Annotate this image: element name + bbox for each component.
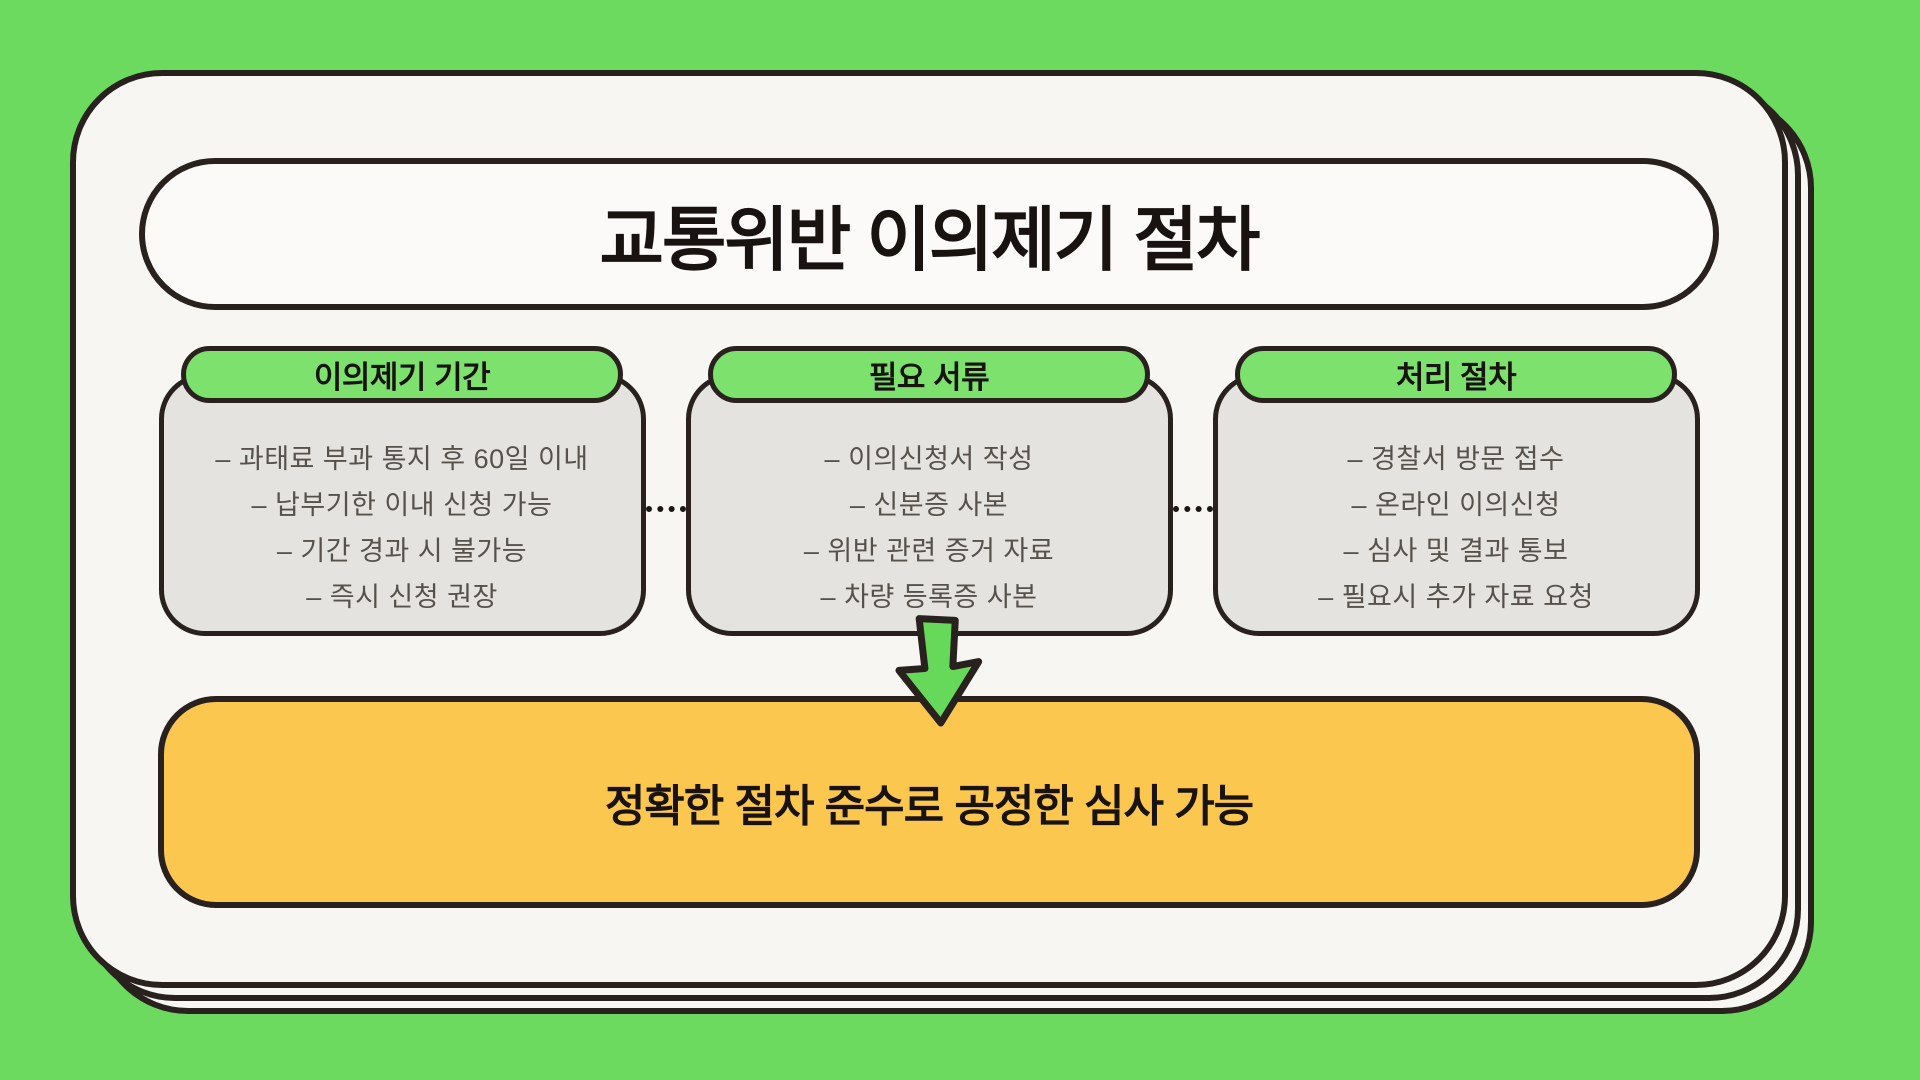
list-item: – 필요시 추가 자료 요청 (1318, 582, 1594, 612)
down-arrow-icon (895, 615, 983, 727)
column-header-pill: 처리 절차 (1235, 346, 1677, 403)
columns-row: 이의제기 기간 – 과태료 부과 통지 후 60일 이내 – 납부기한 이내 신… (76, 346, 1782, 636)
page-title-banner: 교통위반 이의제기 절차 (139, 158, 1719, 310)
list-item: – 신분증 사본 (849, 490, 1009, 520)
column-header-label: 처리 절차 (1395, 360, 1517, 395)
column-body: – 이의신청서 작성 – 신분증 사본 – 위반 관련 증거 자료 – 차량 등… (685, 373, 1173, 636)
column-body: – 과태료 부과 통지 후 60일 이내 – 납부기한 이내 신청 가능 – 기… (158, 373, 646, 636)
conclusion-text: 정확한 절차 준수로 공정한 심사 가능 (604, 782, 1254, 831)
list-item: – 과태료 부과 통지 후 60일 이내 (215, 444, 589, 474)
list-item: – 온라인 이의신청 (1351, 490, 1561, 520)
column-header-pill: 필요 서류 (708, 346, 1150, 403)
column-header-label: 이의제기 기간 (313, 360, 491, 395)
list-item: – 차량 등록증 사본 (820, 582, 1038, 612)
column-header-label: 필요 서류 (868, 360, 990, 395)
list-item: – 납부기한 이내 신청 가능 (251, 490, 553, 520)
column-header-pill: 이의제기 기간 (181, 346, 623, 403)
list-item: – 이의신청서 작성 (824, 444, 1034, 474)
column-objection-period: 이의제기 기간 – 과태료 부과 통지 후 60일 이내 – 납부기한 이내 신… (158, 346, 646, 636)
list-item: – 기간 경과 시 불가능 (276, 536, 528, 566)
list-item: – 위반 관련 증거 자료 (803, 536, 1055, 566)
list-item: – 즉시 신청 권장 (306, 582, 498, 612)
conclusion-banner: 정확한 절차 준수로 공정한 심사 가능 (158, 696, 1700, 908)
dotted-connector-right (1172, 506, 1213, 512)
page-title: 교통위반 이의제기 절차 (599, 200, 1261, 279)
column-processing-procedure: 처리 절차 – 경찰서 방문 접수 – 온라인 이의신청 – 심사 및 결과 통… (1212, 346, 1700, 636)
list-item: – 경찰서 방문 접수 (1347, 444, 1565, 474)
card-stack: 교통위반 이의제기 절차 이의제기 기간 – 과태료 부과 통지 후 60일 이… (70, 70, 1814, 1014)
main-card: 교통위반 이의제기 절차 이의제기 기간 – 과태료 부과 통지 후 60일 이… (70, 70, 1788, 988)
column-body: – 경찰서 방문 접수 – 온라인 이의신청 – 심사 및 결과 통보 – 필요… (1212, 373, 1700, 636)
column-required-documents: 필요 서류 – 이의신청서 작성 – 신분증 사본 – 위반 관련 증거 자료 … (685, 346, 1173, 636)
list-item: – 심사 및 결과 통보 (1343, 536, 1569, 566)
dotted-connector-left (645, 506, 686, 512)
